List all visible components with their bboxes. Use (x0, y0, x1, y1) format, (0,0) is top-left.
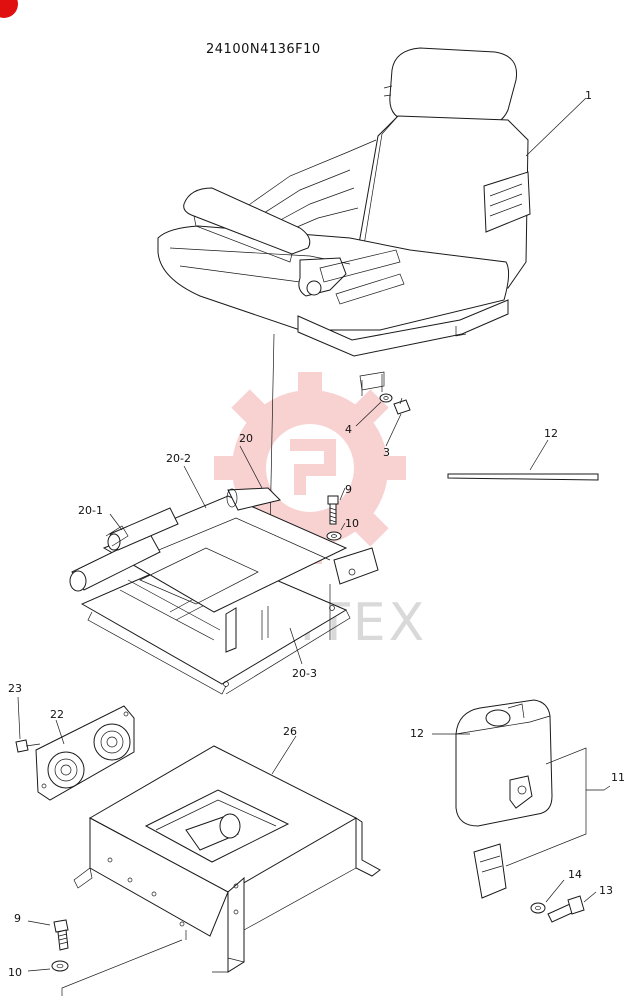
diagram-title: 24100N4136F10 (206, 42, 321, 57)
callout-11: 11 (611, 771, 625, 784)
screw-23 (15, 696, 41, 753)
callout-23: 23 (8, 682, 22, 695)
callout-10-lower: 10 (8, 966, 22, 979)
callout-13: 13 (599, 884, 613, 897)
corner-badge (0, 0, 18, 18)
bolt-washer-9-10-lower (27, 919, 183, 996)
callout-20-3: 20-3 (292, 667, 317, 680)
suspension-assembly (69, 487, 379, 695)
callout-20-1: 20-1 (78, 504, 103, 517)
callout-3: 3 (383, 446, 390, 459)
callout-9-lower: 9 (14, 912, 21, 925)
callout-1: 1 (585, 89, 592, 102)
mounting-frame-26 (73, 735, 381, 973)
washer-bolt-3-4 (355, 393, 411, 447)
flat-plate-12 (447, 439, 599, 481)
callout-22: 22 (50, 708, 64, 721)
callout-12-lower: 12 (410, 727, 424, 740)
tank-assembly-11 (432, 699, 604, 923)
callout-9-upper: 9 (345, 483, 352, 496)
callout-20: 20 (239, 432, 253, 445)
connector-panel-22 (35, 705, 135, 801)
callout-20-2: 20-2 (166, 452, 191, 465)
bolt-washer-9-10-upper (326, 487, 346, 541)
callout-12-upper: 12 (544, 427, 558, 440)
callout-14: 14 (568, 868, 582, 881)
callout-10-upper: 10 (345, 517, 359, 530)
callout-26: 26 (283, 725, 297, 738)
seat-assembly (157, 47, 531, 396)
callout-4: 4 (345, 423, 352, 436)
leader-lines (109, 97, 611, 791)
